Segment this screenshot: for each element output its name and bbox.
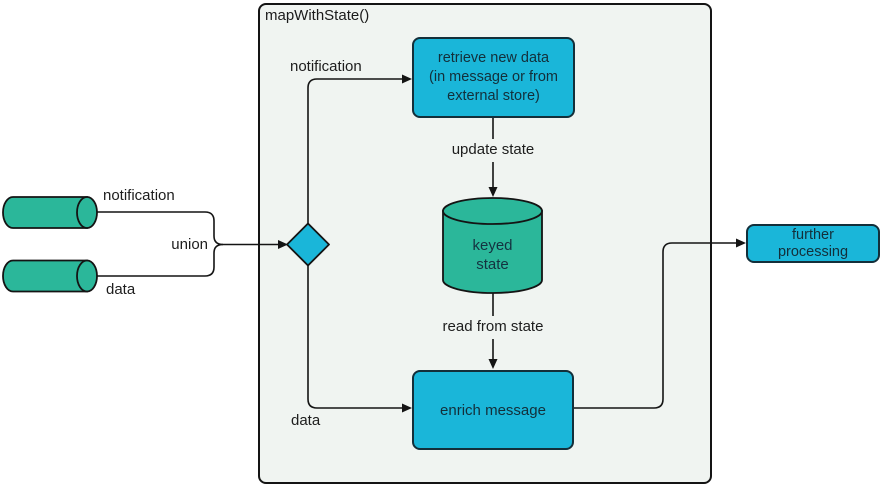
notification-source-line (97, 211, 224, 246)
notification-source-cylinder (2, 196, 98, 229)
read-from-state-label: read from state (442, 318, 544, 335)
retrieve-new-data-node: retrieve new data (in message or from ex… (412, 37, 575, 118)
data-source-line (97, 243, 224, 277)
edge-data-line (307, 265, 403, 409)
notification-source-label: notification (103, 187, 175, 204)
edge-read-state-arrowhead (488, 359, 498, 369)
data-source-cylinder (2, 259, 98, 293)
edge-data-label: data (291, 412, 321, 429)
edge-notification-arrowhead (402, 74, 412, 84)
edge-further-arrowhead (736, 238, 746, 248)
edge-further-line (574, 242, 737, 409)
union-arrowhead (278, 240, 288, 249)
keyed-state-cylinder (442, 197, 543, 294)
enrich-message-node: enrich message (412, 370, 574, 450)
edge-notification-label: notification (290, 58, 362, 75)
edge-notification-line (307, 78, 403, 224)
update-state-label: update state (451, 141, 535, 158)
further-processing-node: further processing (746, 224, 880, 263)
container-title: mapWithState() (265, 7, 370, 24)
union-label: union (171, 236, 208, 253)
data-source-label: data (106, 281, 136, 298)
keyed-state-label: keyed state (472, 237, 513, 273)
union-diamond (286, 222, 330, 267)
edge-update-state-arrowhead (488, 187, 498, 197)
edge-data-arrowhead (402, 403, 412, 413)
